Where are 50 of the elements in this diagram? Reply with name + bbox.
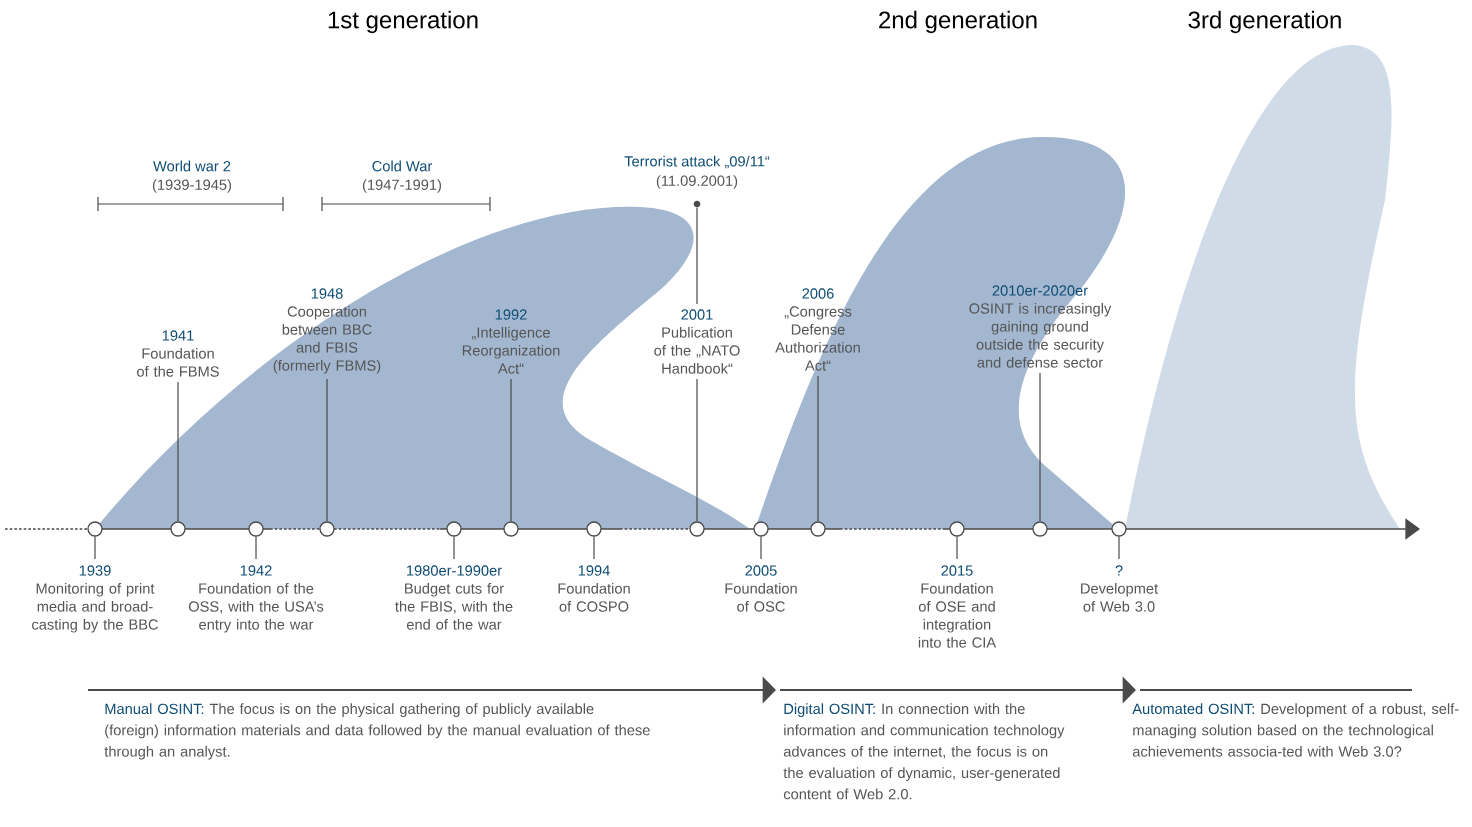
event-label: 1942 Foundation of the OSS, with the USA’s entry into the war: [188, 565, 324, 633]
timeline-marker: [170, 521, 186, 537]
timeline-marker: [586, 521, 602, 537]
event-label: 1939 Monitoring of print media and broad-casting by the BBC: [32, 565, 158, 633]
event-label: 1980er-1990er Budget cuts for the FBIS, with the end of the war: [395, 565, 513, 630]
generation-heading: 3rd generation: [1188, 10, 1341, 34]
leader-line: [177, 381, 179, 522]
leader-line: [94, 536, 96, 560]
timeline-marker: [810, 521, 826, 537]
timeline-marker: [949, 521, 965, 537]
timeline-marker: [446, 521, 462, 537]
leader-line: [696, 378, 698, 522]
event-label: ? Developmet of Web 3.0: [1081, 565, 1158, 612]
leader-line: [453, 536, 455, 560]
period-dates: (11.09.2001): [656, 175, 738, 189]
leader-line: [510, 378, 512, 522]
event-label: 2001 Publication of the „NATO Handbook“: [654, 309, 740, 374]
timeline-marker: [753, 521, 769, 537]
generation-heading: 1st generation: [328, 10, 478, 34]
leader-line: [760, 536, 762, 560]
event-label: 1948 Cooperation between BBC and FBIS (formerly FBMS): [273, 288, 381, 374]
timeline-marker: [248, 521, 264, 537]
phase-description: Automated OSINT: Development of a robust, self-managing solution based on the technological achievements associa-ted with Web 3.0?: [1132, 703, 1459, 757]
timeline-marker: [319, 521, 335, 537]
timeline-marker: [1111, 521, 1127, 537]
event-label: 2015 Foundation of OSE and integration into the CIA: [918, 565, 997, 648]
phase-description: Manual OSINT: The focus is on the physical gathering of publicly available (foreign) information materials and data followed by the manual evaluation of these through an analyst.: [104, 703, 650, 760]
timeline-marker: [87, 521, 103, 537]
period-dates: (1939-1945): [152, 179, 232, 193]
period-name: Terrorist attack „09/11“: [624, 155, 770, 169]
event-label: 2005 Foundation of OSC: [725, 565, 797, 612]
event-label: 1992 „Intelligence Reorganization Act“: [462, 309, 560, 374]
leader-line: [593, 536, 595, 560]
leader-line: [1039, 372, 1041, 522]
timeline-marker: [689, 521, 705, 537]
leader-line: [696, 207, 698, 305]
period-dates: (1947-1991): [362, 179, 442, 193]
leader-line: [326, 378, 328, 522]
timeline-marker: [503, 521, 519, 537]
leader-line: [1118, 536, 1120, 560]
leader-line: [255, 536, 257, 560]
period-name: Cold War: [372, 160, 433, 172]
period-name: World war 2: [153, 160, 231, 172]
phase-description: Digital OSINT: In connection with the information and communication technology advances of the internet, the focus is on the evaluation of dynamic, user-generated content of Web 2.0.: [783, 703, 1065, 800]
leader-line: [817, 375, 819, 522]
event-label: 1994 Foundation of COSPO: [558, 565, 630, 612]
event-label: 1941 Foundation of the FBMS: [137, 330, 219, 377]
timeline-marker: [1032, 521, 1048, 537]
generation-heading: 2nd generation: [879, 10, 1037, 34]
leader-line: [956, 536, 958, 560]
